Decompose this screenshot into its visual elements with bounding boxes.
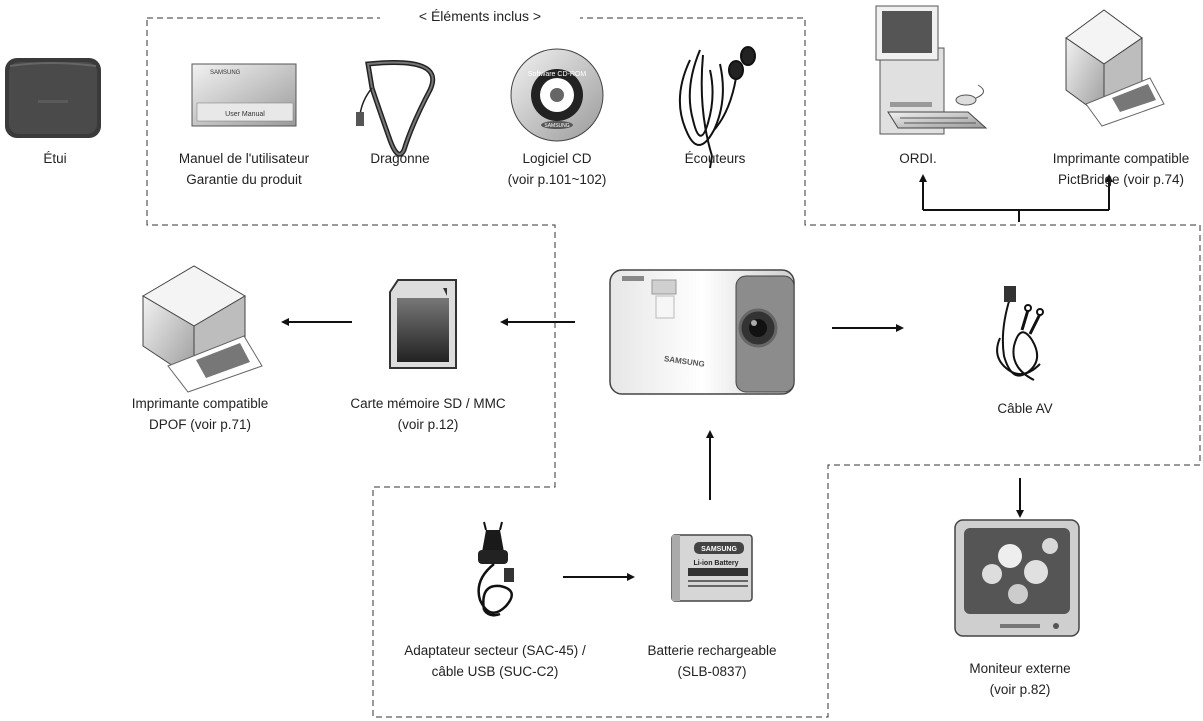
- battery-icon: [671, 534, 753, 602]
- cd-disc-text: Software CD-ROM: [528, 71, 587, 78]
- label-battery: Batterie rechargeable(SLB-0837): [647, 643, 777, 679]
- av-cable-icon: [996, 286, 1044, 381]
- manual-cover-brand: SAMSUNG: [210, 70, 241, 76]
- sdcard-icon: [389, 279, 457, 369]
- earphones-icon: [678, 46, 756, 169]
- pictbridge-printer-icon: [1065, 9, 1165, 127]
- battery-type: Li-ion Battery: [693, 560, 738, 567]
- manual-icon: [191, 63, 297, 127]
- strap-icon: [356, 59, 436, 157]
- label-case: Étui: [43, 151, 67, 166]
- included-items-outline: [146, 17, 1201, 718]
- camera-icon: [609, 269, 795, 395]
- dpof-printer-icon: [142, 265, 263, 393]
- monitor-icon: [954, 519, 1080, 637]
- label-earphones: Écouteurs: [684, 151, 746, 166]
- adapter-icon: [477, 521, 514, 617]
- manual-cover-text: User Manual: [225, 111, 265, 118]
- label-sdcard: Carte mémoire SD / MMC(voir p.12): [350, 396, 506, 432]
- case-icon: [5, 58, 101, 138]
- battery-brand: SAMSUNG: [701, 546, 737, 553]
- label-cd: Logiciel CD(voir p.101~102): [507, 151, 607, 187]
- label-monitor: Moniteur externe(voir p.82): [969, 661, 1071, 697]
- label-pc: ORDI.: [899, 151, 937, 166]
- cd-icon: [510, 48, 604, 142]
- branch-connector: [923, 209, 1109, 222]
- label-adapter: Adaptateur secteur (SAC-45) /câble USB (…: [404, 643, 586, 679]
- label-av-cable: Câble AV: [997, 401, 1053, 416]
- pc-icon: [875, 5, 988, 135]
- included-items-title: < Éléments inclus >: [380, 8, 580, 24]
- cd-disc-brand: SAMSUNG: [544, 123, 569, 129]
- label-strap: Dragonne: [370, 151, 430, 166]
